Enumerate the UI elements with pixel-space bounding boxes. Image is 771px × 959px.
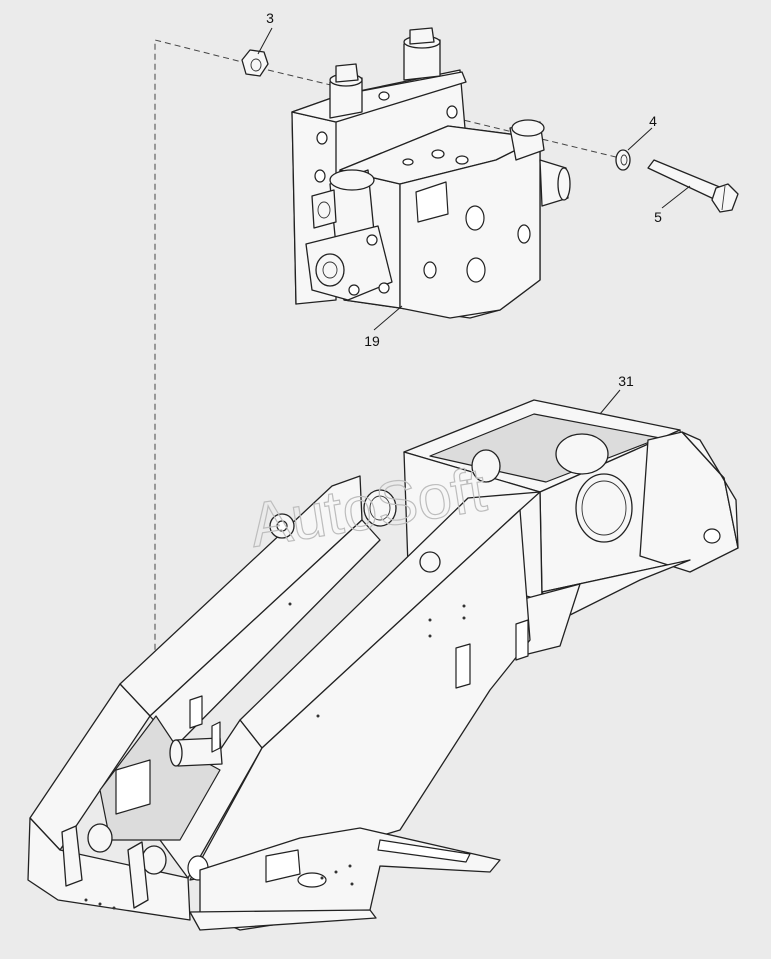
nut-to-valve-line — [267, 69, 336, 87]
leader-19 — [373, 305, 403, 331]
nut-alignment-line — [154, 39, 259, 790]
callout-31: 31 — [618, 373, 634, 389]
leader-4 — [627, 127, 653, 151]
part-4-washer — [615, 149, 631, 171]
callout-leaders — [257, 27, 691, 415]
part-3-nut — [241, 49, 269, 77]
leader-31 — [599, 389, 621, 415]
callout-3: 3 — [266, 10, 274, 26]
leader-3 — [257, 27, 273, 55]
part-31-frame — [27, 399, 739, 931]
part-5-bolt — [647, 159, 739, 213]
part-19-valve-block — [291, 27, 571, 319]
callout-5: 5 — [654, 209, 662, 225]
leader-5 — [661, 185, 691, 209]
callout-19: 19 — [364, 333, 380, 349]
callout-4: 4 — [649, 113, 657, 129]
